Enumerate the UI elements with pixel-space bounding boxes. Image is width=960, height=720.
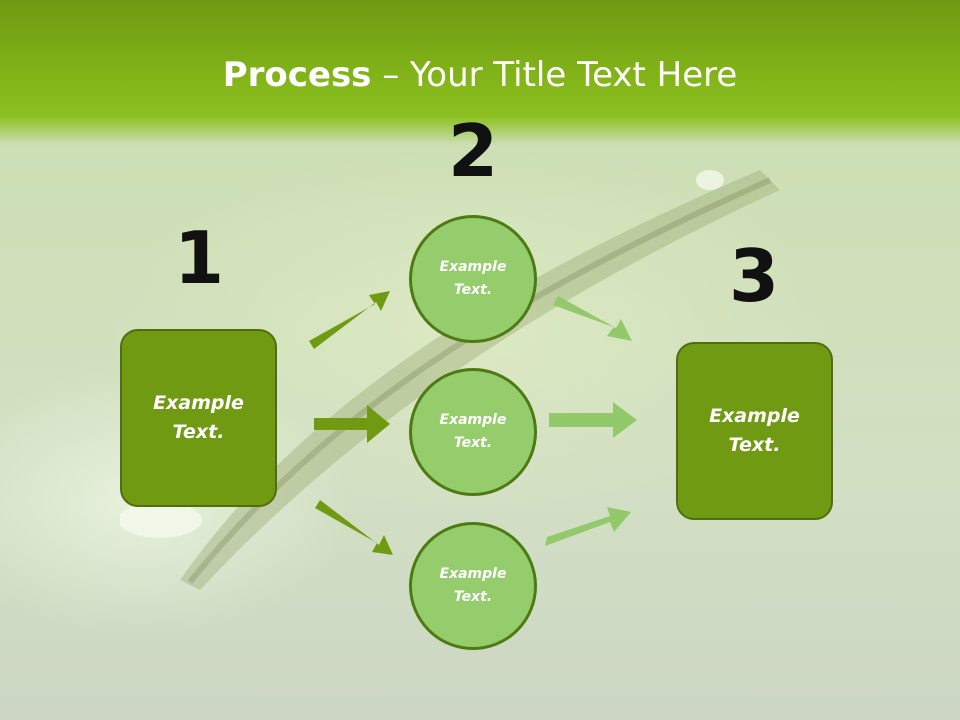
start-box-text: Example Text. [153,392,244,443]
circle-middle: Example Text. [409,368,537,496]
circle-bottom-text: Example Text. [439,566,507,605]
circle-top-text: Example Text. [439,259,507,298]
end-box: Example Text. [676,342,833,520]
circle-middle-text: Example Text. [439,412,507,451]
background-leaf-stem [120,170,780,590]
arrow-to-middle-circle [314,405,390,443]
arrow-from-bottom-circle [545,507,631,546]
start-box: Example Text. [120,329,277,507]
arrow-from-top-circle [553,296,632,341]
step-number-2: 2 [447,109,499,193]
circle-top: Example Text. [409,215,537,343]
arrow-from-middle-circle [549,402,637,438]
step-number-1: 1 [173,216,225,300]
title-bar [0,0,960,145]
slide-title: Process – Your Title Text Here [0,54,960,96]
arrow-to-top-circle [309,291,390,349]
arrow-to-bottom-circle [315,500,393,555]
step-number-3: 3 [728,234,780,318]
title-bold: Process [222,55,372,95]
title-rest: – Your Title Text Here [371,55,738,95]
circle-bottom: Example Text. [409,522,537,650]
end-box-text: Example Text. [709,405,800,456]
